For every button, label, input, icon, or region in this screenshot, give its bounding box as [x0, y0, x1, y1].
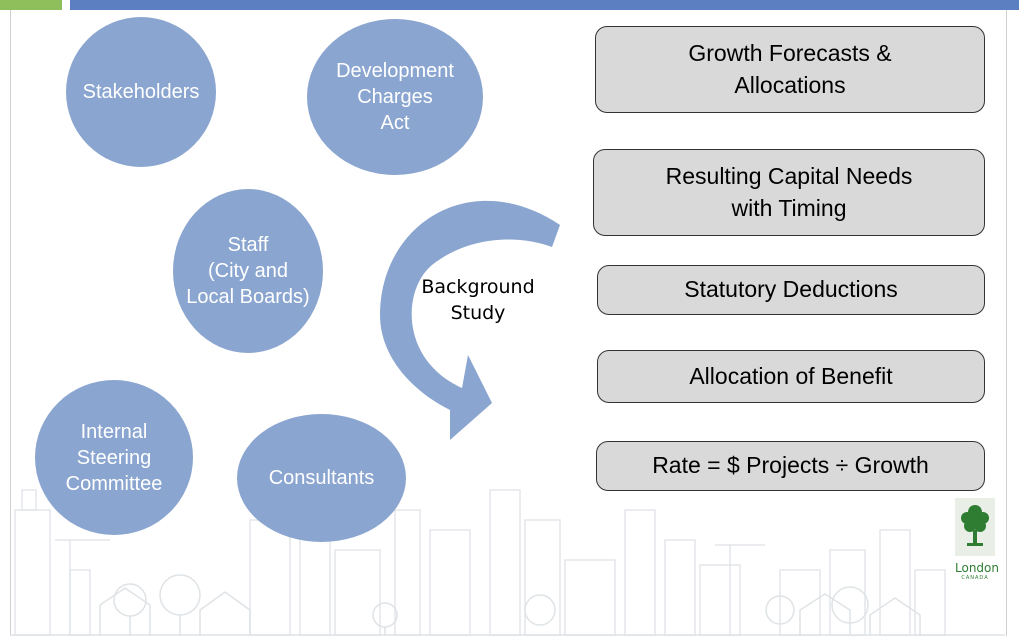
- step-capital-needs: Resulting Capital Needs with Timing: [593, 149, 985, 236]
- right-border-line: [1006, 10, 1007, 636]
- tree-logo-icon: [955, 498, 995, 556]
- step-growth-forecasts: Growth Forecasts & Allocations: [595, 26, 985, 113]
- bubble-development-charges-act: Development Charges Act: [307, 19, 483, 175]
- header-accent-bar: [0, 0, 62, 10]
- header-band: [70, 0, 1019, 10]
- logo-country: CANADA: [961, 575, 989, 581]
- curved-arrow: [380, 200, 560, 440]
- bubble-stakeholders: Stakeholders: [66, 17, 216, 167]
- bubble-staff: Staff (City and Local Boards): [173, 189, 323, 353]
- step-allocation-of-benefit: Allocation of Benefit: [597, 350, 985, 403]
- city-skyline-background: [10, 489, 1005, 636]
- left-border-line: [10, 10, 11, 636]
- background-study-label: Background Study: [421, 276, 535, 324]
- london-logo: London CANADA: [955, 498, 999, 581]
- step-statutory-deductions: Statutory Deductions: [597, 265, 985, 315]
- bubble-internal-steering-committee: Internal Steering Committee: [35, 380, 193, 535]
- logo-city-name: London: [955, 561, 999, 575]
- step-rate-formula: Rate = $ Projects ÷ Growth: [596, 441, 985, 491]
- bubble-consultants: Consultants: [237, 414, 406, 542]
